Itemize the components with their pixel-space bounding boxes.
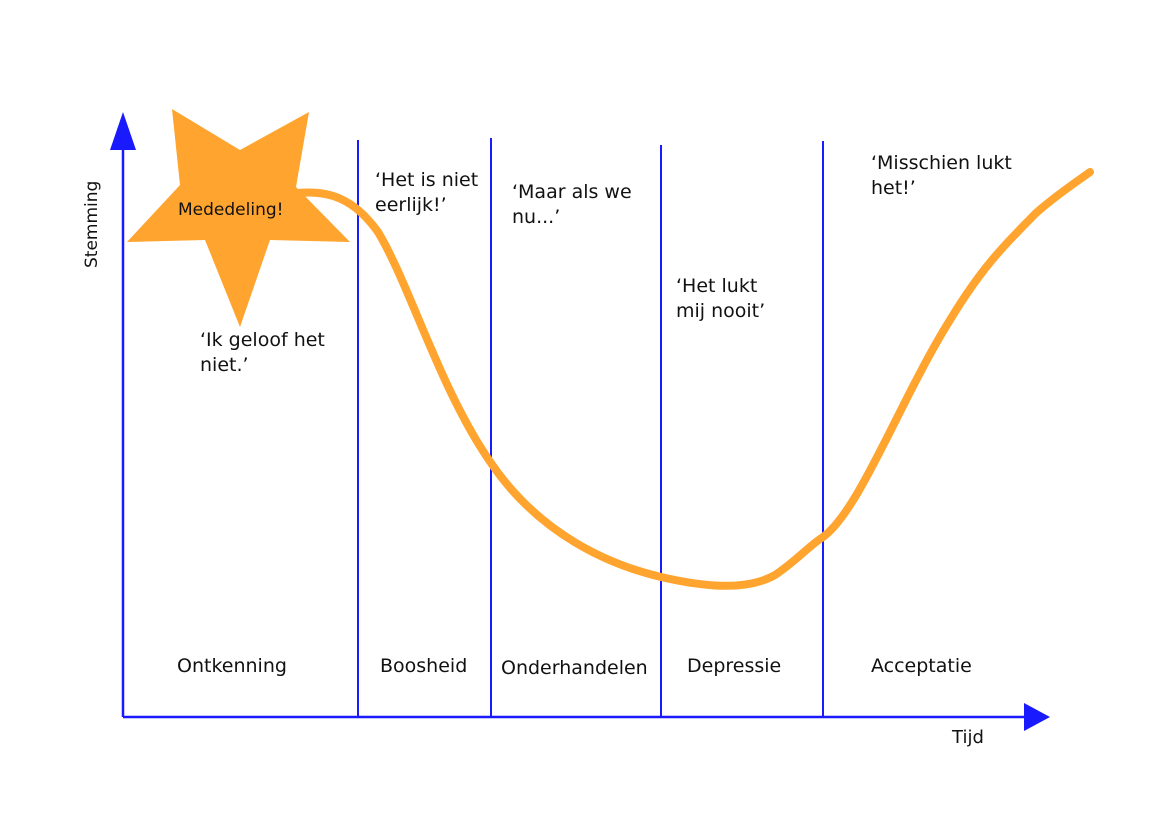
announcement-star-icon xyxy=(127,109,350,327)
quote-onderhandelen: ‘Maar als we nu...’ xyxy=(512,181,632,228)
phase-name-ontkenning: Ontkenning xyxy=(177,655,287,677)
phase-name-acceptatie: Acceptatie xyxy=(871,655,972,677)
x-axis-arrow-icon xyxy=(1024,703,1050,731)
y-axis-label: Stemming xyxy=(82,180,102,268)
mood-curve xyxy=(286,168,1094,590)
quote-boosheid: ‘Het is niet eerlijk!’ xyxy=(375,169,479,216)
x-axis-label: Tijd xyxy=(952,727,984,748)
announcement-label: Mededeling! xyxy=(178,200,284,220)
phase-name-depressie: Depressie xyxy=(687,655,782,677)
phase-name-boosheid: Boosheid xyxy=(380,655,468,677)
y-axis-arrow-icon xyxy=(110,112,136,150)
quote-depressie: ‘Het lukt mij nooit’ xyxy=(676,275,766,322)
phase-name-onderhandelen: Onderhandelen xyxy=(501,657,648,679)
quote-acceptatie: ‘Misschien lukt het!’ xyxy=(871,152,1012,199)
quote-ontkenning: ‘Ik geloof het niet.’ xyxy=(200,329,325,376)
